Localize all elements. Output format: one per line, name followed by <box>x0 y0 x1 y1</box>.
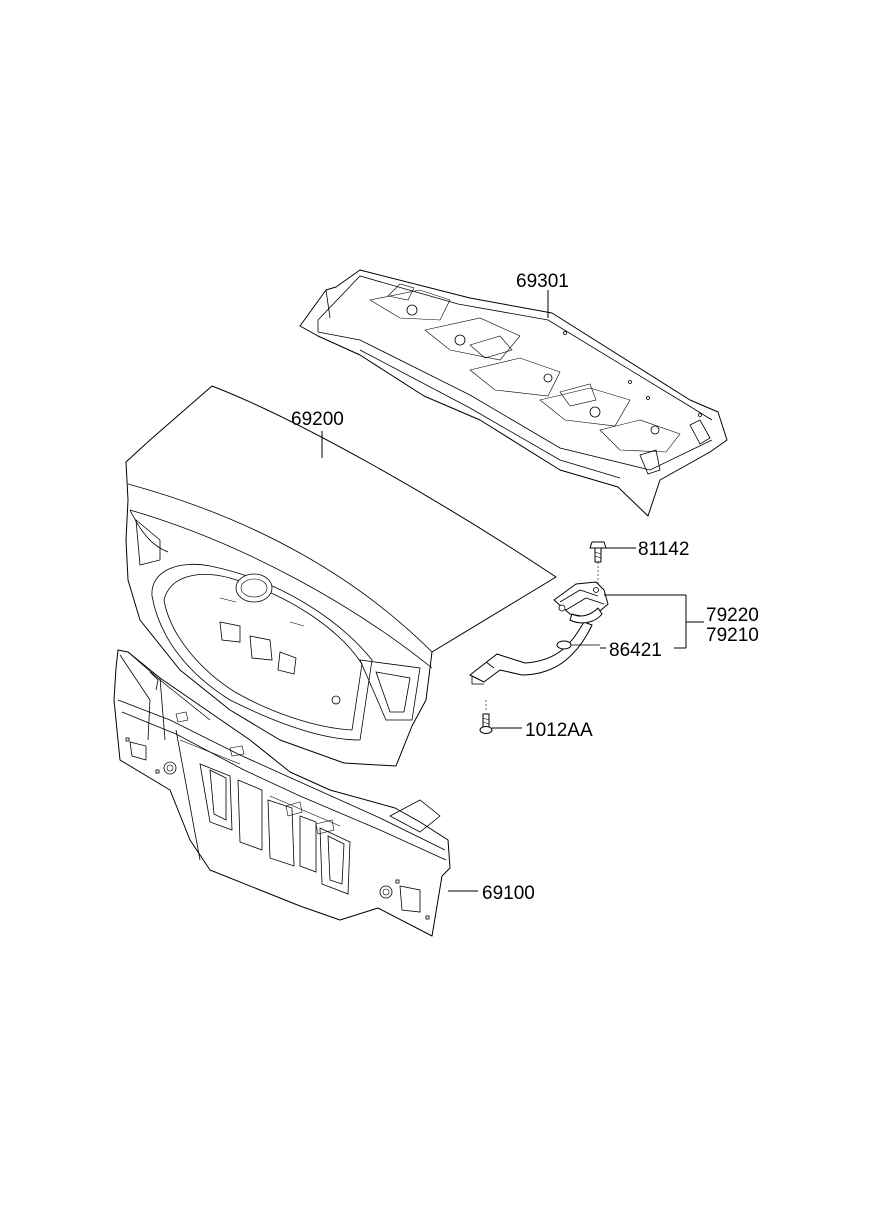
callout-69301: 69301 <box>516 271 569 292</box>
callout-69100: 69100 <box>482 883 535 904</box>
callout-86421: 86421 <box>609 640 662 661</box>
leader-lines <box>321 290 704 892</box>
callout-81142: 81142 <box>638 539 689 560</box>
bumper-86421 <box>556 640 600 650</box>
callout-69200: 69200 <box>291 409 344 430</box>
package-tray-69301 <box>299 269 728 517</box>
bolt-washer-1012AA <box>479 700 493 734</box>
trunk-hinge-79220-79210 <box>469 581 609 685</box>
callout-79210: 79210 <box>706 625 759 646</box>
trunk-lid-69200 <box>125 385 557 767</box>
back-panel-69100 <box>113 649 451 937</box>
callout-1012AA: 1012AA <box>525 720 593 741</box>
bolt-81142 <box>589 541 607 586</box>
callout-79220: 79220 <box>706 605 759 626</box>
